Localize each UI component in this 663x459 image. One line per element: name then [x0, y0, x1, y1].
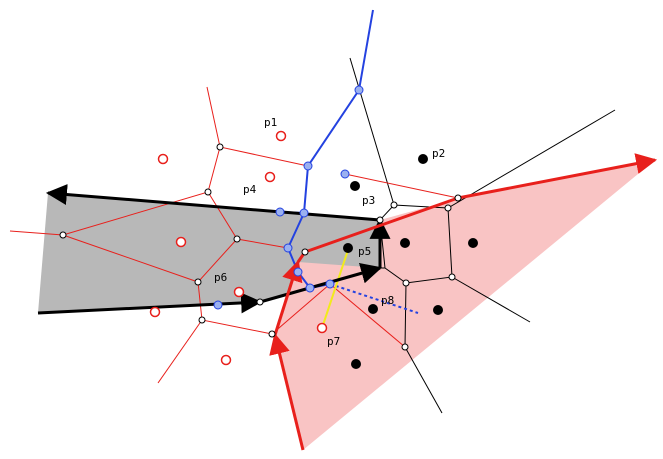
label-p1: p1 — [264, 116, 277, 129]
label-p8: p8 — [381, 294, 394, 307]
pink-region — [275, 160, 655, 450]
label-p2: p2 — [432, 147, 445, 160]
red-sites — [149, 130, 328, 366]
black-sites — [343, 154, 478, 369]
label-p4: p4 — [243, 183, 257, 196]
red-arrows — [269, 153, 658, 451]
yellow-segment — [321, 249, 349, 329]
label-p6: p6 — [214, 271, 227, 284]
blue-vertices — [213, 85, 364, 310]
label-p3: p3 — [362, 194, 375, 207]
label-p5: p5 — [358, 245, 371, 258]
label-p7: p7 — [327, 335, 340, 348]
black-arrows — [37, 184, 391, 315]
voronoi-vertices — [59, 143, 462, 351]
